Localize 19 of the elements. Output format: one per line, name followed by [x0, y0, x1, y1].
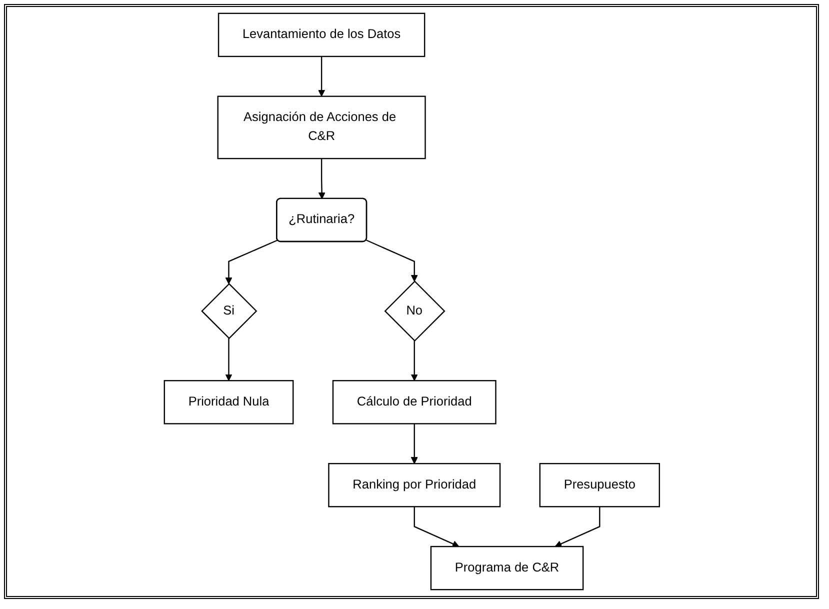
node-box: [218, 12, 425, 58]
arrow: [366, 240, 418, 282]
diagram-frame: Levantamiento de los Datos Asignación de Acciones de C&R ¿Rutinaria? Si Prioridad Nula No Cálculo de Prioridad Ranking por Prioridad Presupuesto Programa de C&R: [4, 4, 819, 599]
arrow: [413, 506, 459, 548]
arrow: [410, 340, 418, 381]
arrow: [554, 506, 600, 548]
arrow: [224, 240, 278, 284]
arrow: [318, 56, 325, 97]
arrow: [410, 424, 418, 464]
node-box: [216, 96, 426, 160]
node-box: [430, 546, 584, 590]
node-box: [163, 380, 294, 424]
node-diamond: [200, 283, 257, 340]
arrow: [224, 338, 232, 381]
node-diamond: [384, 280, 445, 342]
node-box: [328, 462, 500, 508]
arrow: [318, 158, 325, 200]
node-box: [538, 462, 660, 508]
node-box: [332, 380, 496, 424]
